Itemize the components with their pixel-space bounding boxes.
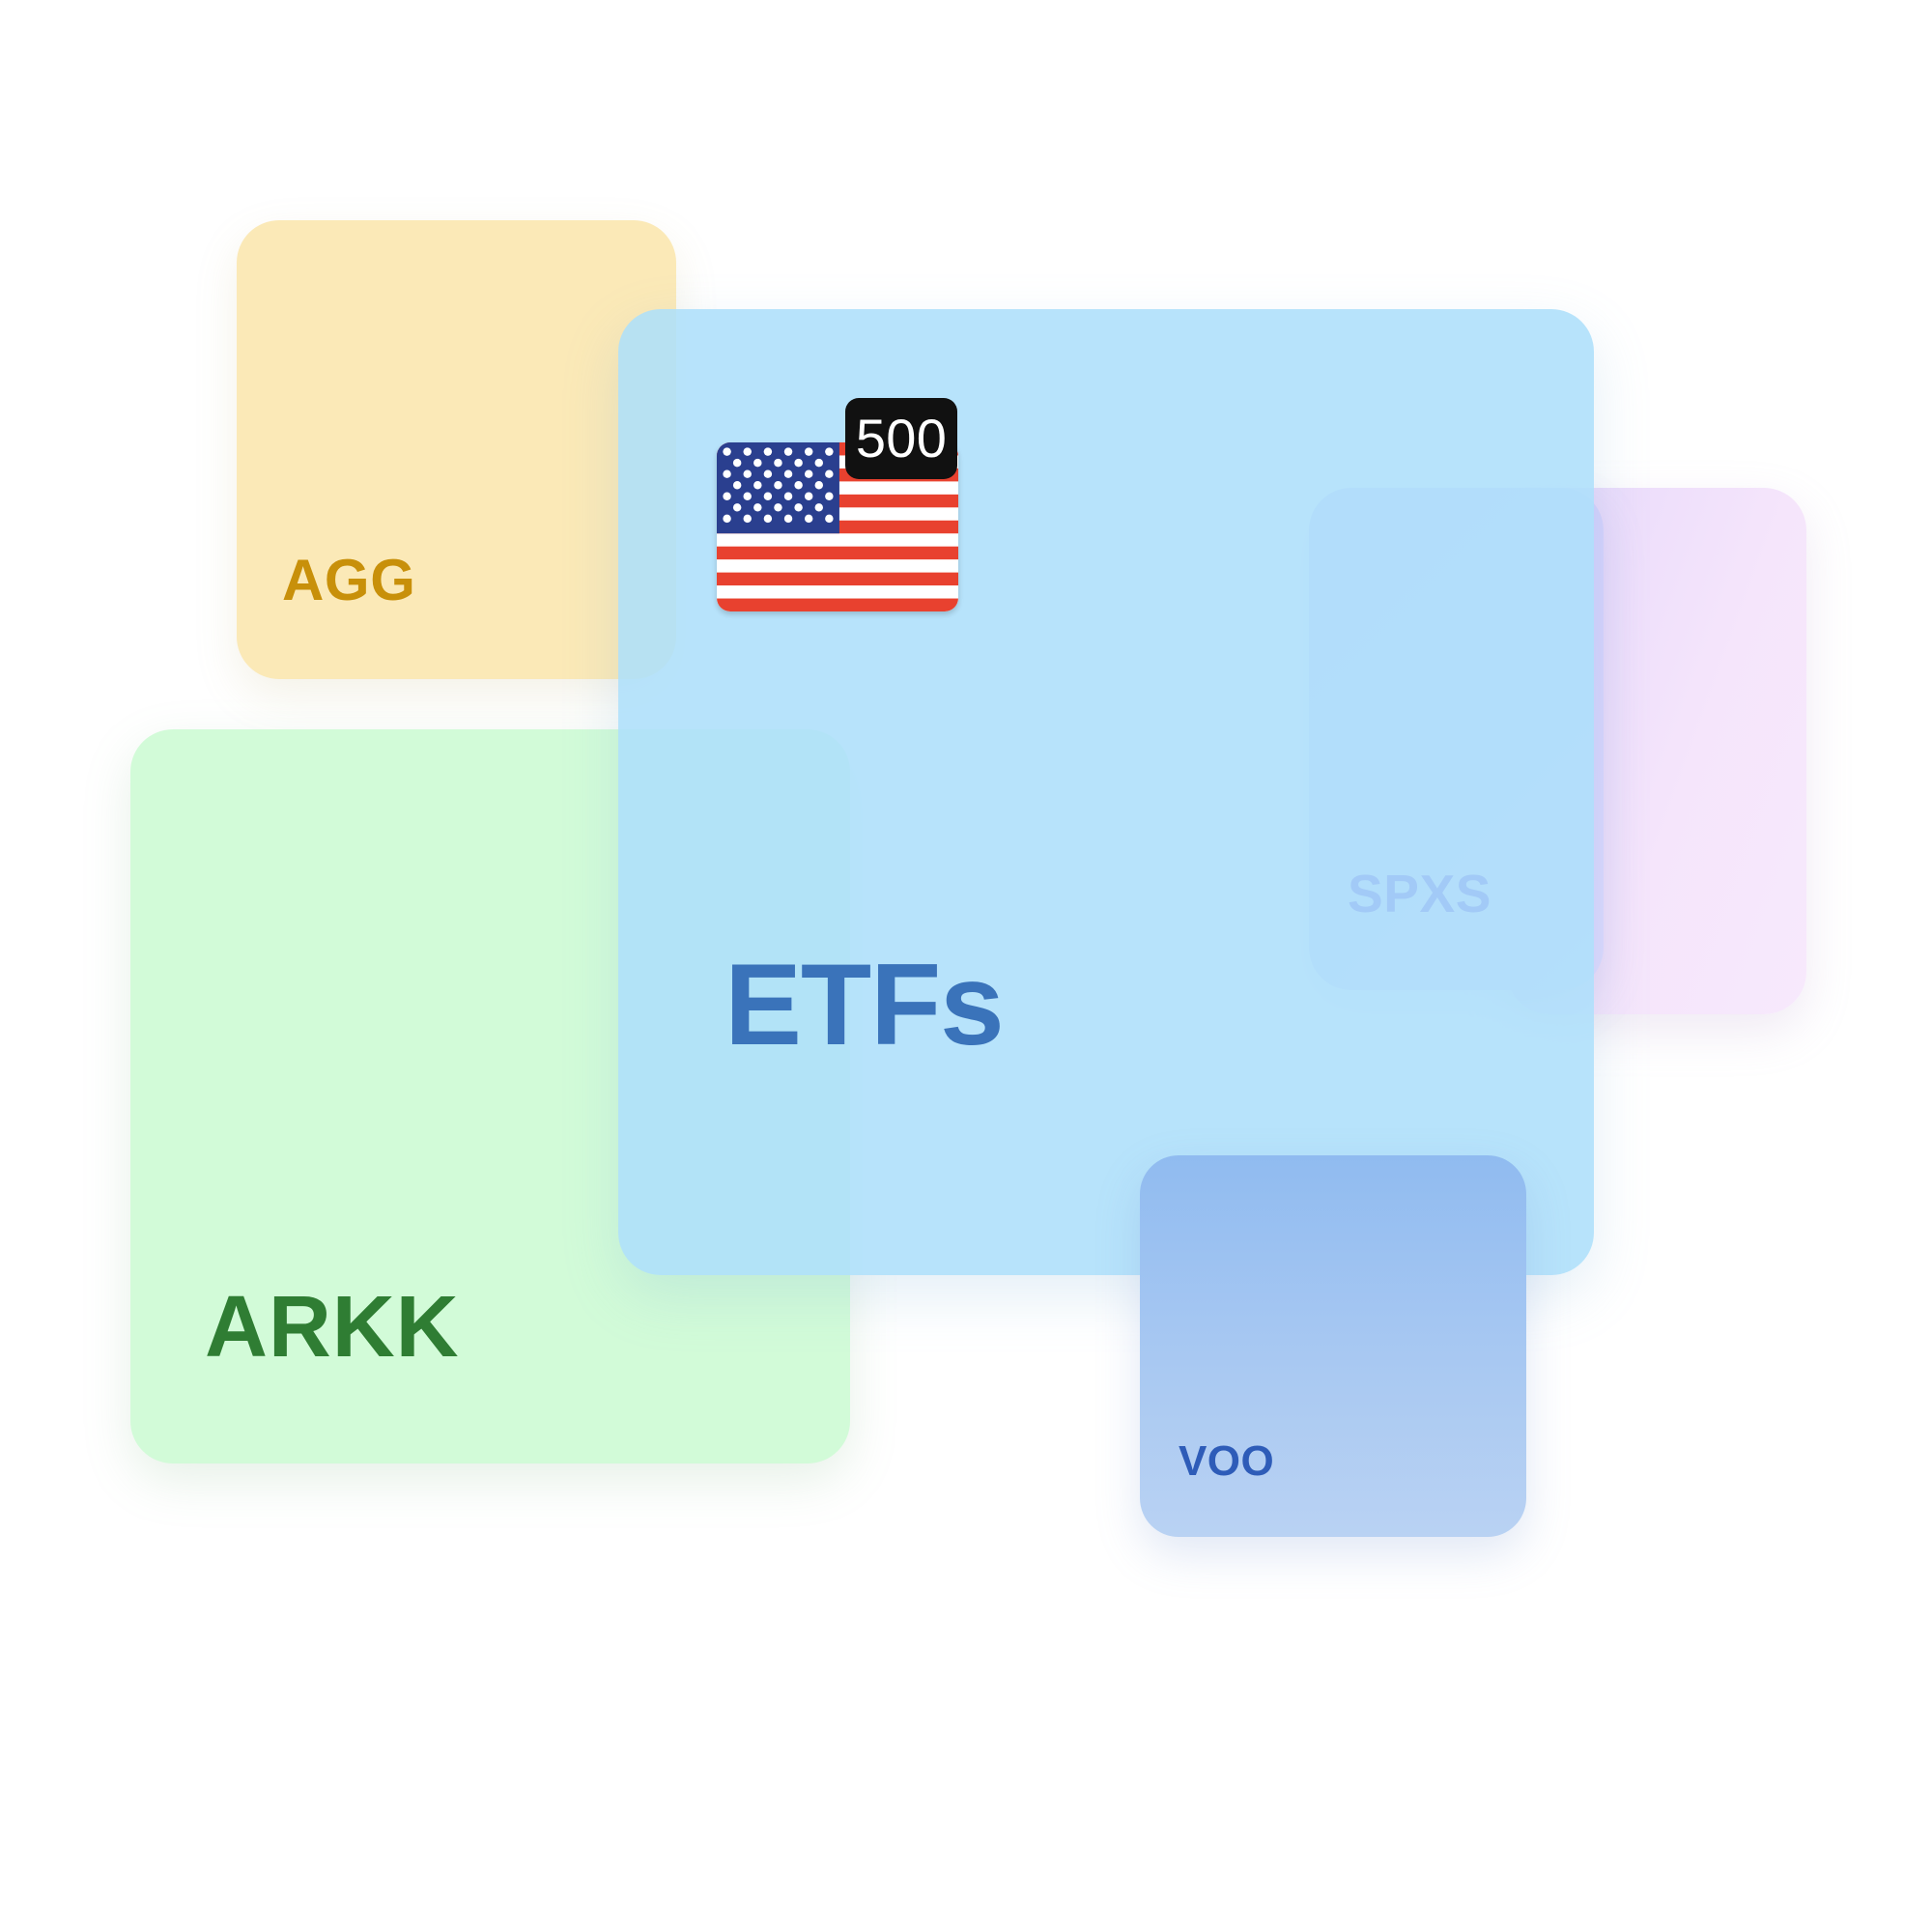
etf-ticker-label-arkk: ARKK xyxy=(205,1279,460,1376)
index-count-badge: 500 xyxy=(845,398,957,479)
etf-card-voo[interactable]: VOO xyxy=(1140,1155,1526,1537)
us-flag-badge-group: 500 xyxy=(717,398,958,611)
index-count-badge-label: 500 xyxy=(855,408,948,469)
etf-ticker-label-agg: AGG xyxy=(282,548,416,612)
etfs-title-label: ETFs xyxy=(724,940,1005,1069)
etf-ticker-label-voo: VOO xyxy=(1179,1437,1275,1485)
etf-card-agg[interactable]: AGG xyxy=(237,220,676,679)
